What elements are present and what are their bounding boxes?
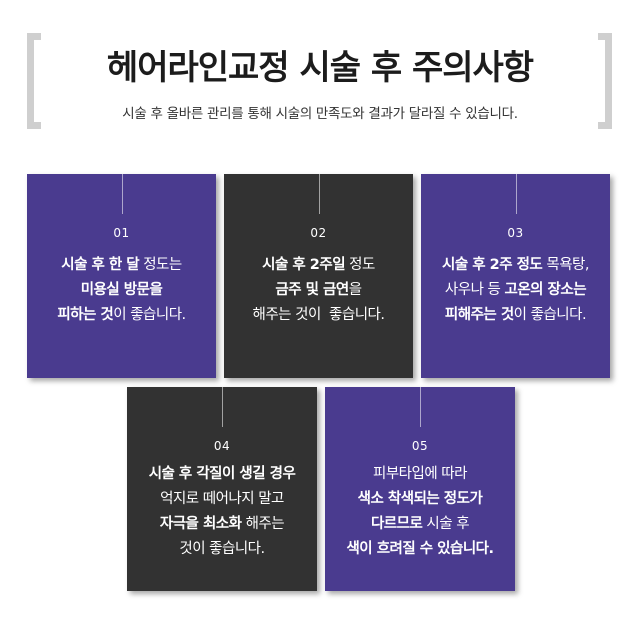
card-text-line: 자극을 최소화 해주는 [127, 512, 317, 537]
card-text-line: 시술 후 한 달 정도는 [27, 253, 216, 278]
card-text-emphasis: 색이 흐려질 수 있습니다. [346, 541, 494, 557]
card-text-segment: 사우나 등 [444, 282, 505, 298]
card-text-line: 피부타입에 따라 [325, 462, 515, 487]
card-text-line: 색이 흐려질 수 있습니다. [325, 537, 515, 562]
card-number: 02 [310, 226, 327, 240]
card-number: 05 [411, 439, 429, 453]
card-text-emphasis: 색소 착색되는 정도가 [357, 491, 483, 507]
card-text-emphasis: 자극을 최소화 [159, 516, 242, 532]
card-text-line: 미용실 방문을 [27, 278, 216, 303]
card-text-segment: 목욕탕, [542, 257, 590, 273]
card-text-emphasis: 피해주는 것 [444, 307, 514, 323]
card-text-segment: 정도는 [139, 257, 182, 273]
card-text-line: 피해주는 것이 좋습니다. [421, 303, 610, 328]
card-text-line: 시술 후 2주 정도 목욕탕, [421, 253, 610, 278]
card-text-emphasis: 미용실 방문을 [80, 282, 163, 298]
card-text-line: 색소 착색되는 정도가 [325, 487, 515, 512]
card-text-segment: 억지로 떼어나지 말고 [160, 491, 284, 507]
card-text-line: 억지로 떼어나지 말고 [127, 487, 317, 512]
card-text-segment: 것이 좋습니다. [179, 541, 265, 557]
card-text-line: 것이 좋습니다. [127, 537, 317, 562]
card-connector-line [515, 174, 517, 214]
card-text-emphasis: 금주 및 금연 [275, 282, 349, 298]
card-text-line: 사우나 등 고온의 장소는 [421, 278, 610, 303]
card-text-emphasis: 시술 후 2주일 [262, 257, 346, 273]
card-text-emphasis: 시술 후 각질이 생길 경우 [148, 466, 296, 482]
card-text-emphasis: 다르므로 [370, 516, 423, 532]
card-text-segment: 정도 [345, 257, 375, 273]
left-bracket-decoration [27, 33, 41, 129]
card-text-line: 피하는 것이 좋습니다. [27, 303, 216, 328]
card-text-segment: 이 좋습니다. [513, 307, 587, 323]
card-connector-line [318, 174, 320, 214]
card-text-segment: 이 좋습니다. [113, 307, 186, 323]
card-connector-line [121, 174, 123, 214]
card-text-line: 시술 후 2주일 정도 [224, 253, 413, 278]
card-text-segment: 을 [348, 282, 362, 298]
card-text-line: 금주 및 금연을 [224, 278, 413, 303]
card-text-emphasis: 고온의 장소는 [504, 282, 587, 298]
right-bracket-decoration [598, 33, 612, 129]
card-text-emphasis: 피하는 것 [57, 307, 114, 323]
card-text-line: 다르므로 시술 후 [325, 512, 515, 537]
page-title: 헤어라인교정 시술 후 주의사항 [106, 48, 534, 88]
card-text-emphasis: 시술 후 2주 정도 [441, 257, 543, 273]
card-text-segment: 시술 후 [422, 516, 470, 532]
card-text-segment: 해주는 것이 좋습니다. [252, 307, 386, 323]
card-connector-line [420, 387, 421, 427]
card-text-segment: 피부타입에 따라 [373, 466, 468, 482]
card-number: 04 [213, 439, 231, 453]
page-subtitle: 시술 후 올바른 관리를 통해 시술의 만족도와 결과가 달라질 수 있습니다. [122, 106, 518, 122]
card-number: 03 [507, 226, 524, 240]
card-text-line: 해주는 것이 좋습니다. [224, 303, 413, 328]
card-number: 01 [113, 226, 130, 240]
card-text-emphasis: 시술 후 한 달 [61, 257, 140, 273]
card-text-segment: 해주는 [241, 516, 285, 532]
card-connector-line [222, 387, 223, 427]
card-text-line: 시술 후 각질이 생길 경우 [127, 462, 317, 487]
